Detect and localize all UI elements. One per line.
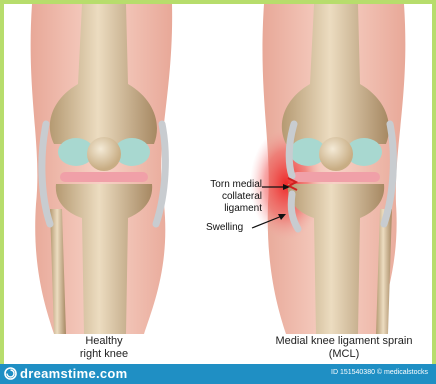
healthy-knee: [31, 4, 173, 334]
footer-brand: dreamstime.com: [20, 366, 128, 381]
healthy-caption-line1: Healthy: [48, 335, 160, 348]
watermark-footer: dreamstime.com ID 151540380 © medicalsto…: [0, 364, 436, 384]
sprain-caption-line2: (MCL): [256, 348, 432, 361]
dreamstime-logo-icon: [4, 367, 17, 380]
sprain-caption: Medial knee ligament sprain (MCL): [256, 335, 432, 361]
sprain-caption-line1: Medial knee ligament sprain: [256, 335, 432, 348]
swelling-label: Swelling: [206, 222, 243, 234]
illustration-panel: Torn medial collateral ligament Swelling…: [4, 4, 432, 364]
healthy-caption: Healthy right knee: [48, 335, 160, 361]
torn-ligament-line1: Torn medial: [186, 179, 262, 191]
sprained-knee: [250, 4, 405, 334]
torn-ligament-line2: collateral ligament: [186, 191, 262, 215]
torn-ligament-label: Torn medial collateral ligament: [186, 179, 262, 215]
healthy-caption-line2: right knee: [48, 348, 160, 361]
footer-credit: ID 151540380 © medicalstocks: [331, 369, 428, 376]
